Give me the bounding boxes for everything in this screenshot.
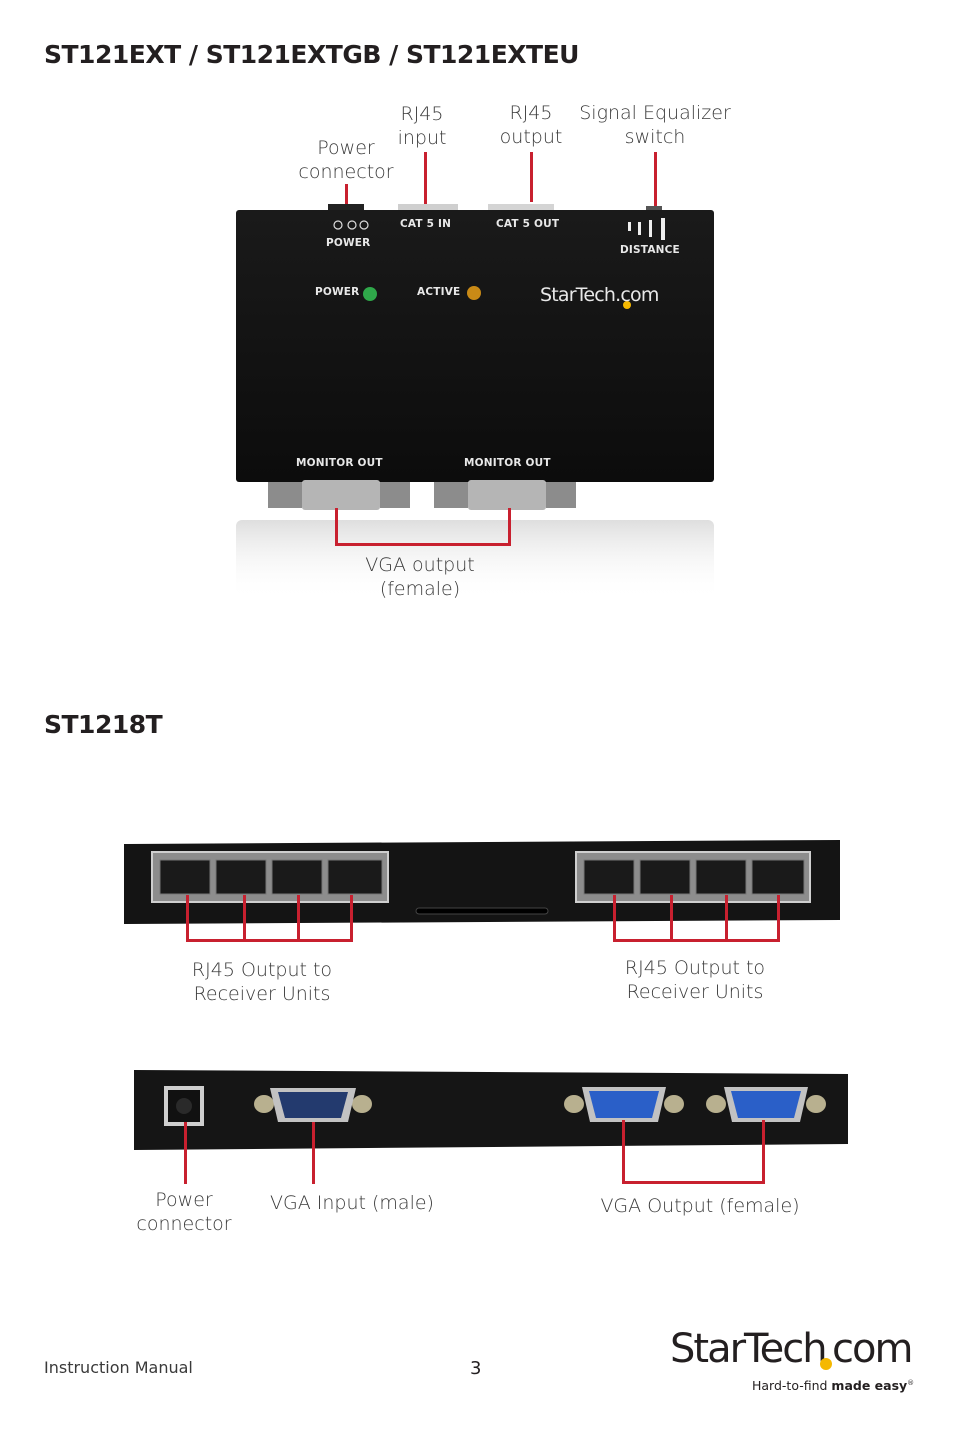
callout-line-vga-left [335,508,338,546]
tagline-part-2: made easy [831,1378,908,1393]
callout-signal-equalizer: Signal Equalizer switch [579,102,731,148]
callout-line-power [345,184,348,208]
callout-line-vga-out-bracket [622,1181,765,1184]
callout-line-rj45-l4 [350,895,353,942]
callout-rj45-output-left: RJ45 Output to Receiver Units [191,959,333,1005]
callout-power-connector: Power connector [298,137,394,183]
callout-line-rj45-r2 [670,895,673,942]
callout-line-rj45-r3 [725,895,728,942]
startech-logo: StarTech com Hard-to-find made easy® [670,1326,920,1398]
device-st1218t-vga-illustration [134,1070,848,1150]
callout-power-connector-2: Power connector [136,1189,232,1235]
tagline-registered: ® [907,1378,915,1387]
callout-line-vga-out-1 [622,1120,625,1184]
device-st1218t-rj45-panel [124,840,840,928]
callout-line-equalizer [654,152,657,206]
footer-instruction-manual: Instruction Manual [44,1358,193,1377]
callout-line-rj45-right-bracket [613,939,780,942]
tagline-part-1: Hard-to-find [752,1378,832,1393]
callout-vga-input: VGA Input (male) [270,1192,434,1214]
callout-line-rj45-output [530,152,533,202]
device-st1218t-rj45-illustration [124,840,840,924]
panel-label-distance: DISTANCE [620,244,680,256]
section-heading-st1218t: ST1218T [44,710,163,739]
callout-vga-output: VGA output (female) [365,554,475,600]
callout-rj45-output: RJ45 output [499,102,563,148]
callout-line-rj45-r1 [613,895,616,942]
callout-line-rj45-l3 [297,895,300,942]
callout-line-rj45-r4 [777,895,780,942]
footer-page-number: 3 [470,1358,482,1379]
callout-line-rj45-left-bracket [186,939,353,942]
callout-line-vga-right [508,508,511,546]
logo-dot-icon [820,1358,832,1370]
callout-line-vga-out-2 [762,1120,765,1184]
panel-label-monitor-out-2: MONITOR OUT [464,457,551,469]
callout-line-power-2 [184,1122,187,1184]
callout-line-vga-bracket [335,543,511,546]
device-st121ext-illustration [236,204,714,600]
panel-label-cat5-in: CAT 5 IN [400,218,452,230]
panel-brand-logo: StarTech.com [540,284,659,306]
panel-label-active-led: ACTIVE [417,286,461,298]
panel-label-monitor-out-1: MONITOR OUT [296,457,383,469]
callout-line-vga-input [312,1122,315,1184]
section-heading-st121ext: ST121EXT / ST121EXTGB / ST121EXTEU [44,40,579,69]
logo-text-com: com [832,1326,913,1372]
device-st1218t-vga-panel [134,1070,848,1150]
panel-label-power-led: POWER [315,286,360,298]
callout-line-rj45-input [424,152,427,204]
callout-line-rj45-l1 [186,895,189,942]
panel-label-cat5-out: CAT 5 OUT [496,218,560,230]
device-st121ext-image: POWER CAT 5 IN CAT 5 OUT DISTANCE POWER … [236,204,714,604]
callout-vga-output-2: VGA Output (female) [600,1195,800,1217]
logo-tagline: Hard-to-find made easy® [752,1378,914,1393]
logo-text-startech: StarTech [670,1326,828,1372]
callout-rj45-input: RJ45 input [397,103,447,149]
panel-label-power-top: POWER [326,237,371,249]
callout-rj45-output-right: RJ45 Output to Receiver Units [624,957,766,1003]
callout-line-rj45-l2 [243,895,246,942]
